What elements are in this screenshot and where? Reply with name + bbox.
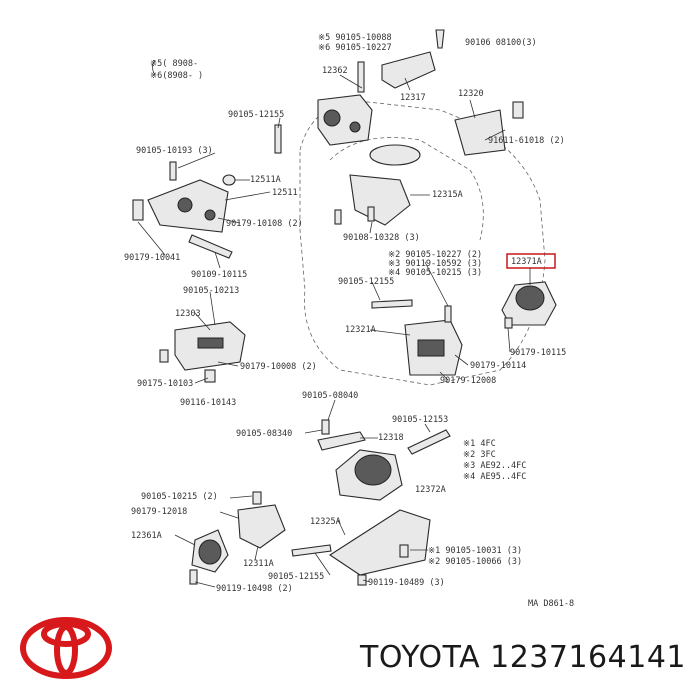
- bracket-12320: [454, 109, 506, 156]
- bolt-top: [435, 29, 445, 49]
- label-l5: ※6(8908- ): [150, 71, 203, 81]
- label-l33: 90105-08040: [302, 391, 358, 401]
- bolt-90105-10193: [169, 161, 177, 181]
- label-l37: ※1 4FC: [463, 439, 496, 449]
- leader-lines: [137, 74, 531, 588]
- label-l23: 90105-12155: [338, 277, 394, 287]
- mount-12361A: [191, 529, 229, 573]
- label-l24: 90105-10213: [183, 286, 239, 296]
- washer-90175: [159, 349, 169, 363]
- label-l34: 90105-12153: [392, 415, 448, 425]
- bolt-90105-10215: [252, 491, 262, 505]
- bolt-90105-10031: [399, 544, 409, 558]
- stud-90179-10041: [132, 199, 144, 221]
- label-l17: 90179-10041: [124, 253, 180, 263]
- label-l40: ※4 AE95..4FC: [463, 472, 526, 482]
- label-l49: 90105-12155: [268, 572, 324, 582]
- label-l48: ※2 90105-10066 (3): [428, 557, 522, 567]
- label-l51: 90119-10498 (2): [216, 584, 293, 594]
- label-l50: 90119-10489 (3): [368, 578, 445, 588]
- bolt-90105-12155-bottom: [291, 544, 332, 557]
- label-l18: 90109-10115: [191, 270, 247, 280]
- part-12511A: [222, 174, 236, 186]
- label-l30: 90175-10103: [137, 379, 193, 389]
- label-l26: 12321A: [345, 325, 376, 335]
- parts-diagram: ※5 90105-10088 ※6 90105-10227 90106 0810…: [124, 29, 574, 609]
- label-l2: ※6 90105-10227: [318, 43, 392, 53]
- bolt-90105-12155-mid: [371, 299, 413, 309]
- toyota-logo: [20, 617, 112, 679]
- mount-12362: [317, 61, 373, 146]
- label-l44: 12325A: [310, 517, 341, 527]
- bolt-90119-10489: [357, 574, 367, 586]
- label-l19: ※2 90105-10227 (2): [388, 250, 482, 260]
- label-l1: ※5 90105-10088: [318, 33, 392, 43]
- label-l32: 90116-10143: [180, 398, 236, 408]
- bracket-12315A: [349, 174, 411, 226]
- bolt-group-mid: [444, 305, 452, 323]
- part-labels: ※5 90105-10088 ※6 90105-10227 90106 0810…: [124, 33, 574, 609]
- engine-port: [369, 144, 421, 166]
- bracket-12325A: [328, 509, 431, 576]
- label-l7: 12317: [400, 93, 426, 103]
- label-l21: ※4 90105-10215 (3): [388, 268, 482, 278]
- label-l16: 90108-10328 (3): [343, 233, 420, 243]
- label-l6: 12362: [322, 66, 348, 76]
- label-l42: 12372A: [415, 485, 446, 495]
- label-l46: 12311A: [243, 559, 274, 569]
- label-l13: 12511: [272, 188, 298, 198]
- brand-name: TOYOTA: [360, 640, 481, 675]
- label-l14: 12315A: [432, 190, 463, 200]
- bolt-90108-10328: [367, 206, 375, 222]
- label-l47: ※1 90105-10031 (3): [428, 546, 522, 556]
- toyota-logo-rings: [20, 617, 112, 679]
- bracket-12511: [147, 179, 229, 233]
- label-l12: 12511A: [250, 175, 281, 185]
- bracket-12303: [174, 321, 246, 371]
- bolt-90105-12155-top: [274, 124, 282, 154]
- bracket-12318: [317, 431, 366, 451]
- label-l45: 12361A: [131, 531, 162, 541]
- mount-12371A: [501, 281, 557, 329]
- label-l8: 12320: [458, 89, 484, 99]
- label-l3: 90106 08100(3): [465, 38, 537, 48]
- product-caption: TOYOTA 1237164141: [350, 640, 686, 675]
- label-l52: MA D861-8: [528, 599, 574, 609]
- stud-90175-10103: [204, 369, 216, 383]
- label-l39: ※3 AE92..4FC: [463, 461, 526, 471]
- bracket-12321A: [404, 319, 463, 376]
- label-l25: 12303: [175, 309, 201, 319]
- highlight-box-12371A: [506, 253, 556, 269]
- part-number: 1237164141: [490, 640, 686, 675]
- label-l41: 90105-10215 (2): [141, 492, 218, 502]
- mount-12372A: [335, 449, 403, 501]
- label-l20: ※3 90119-10592 (3): [388, 259, 482, 269]
- label-l10: 91611-61018 (2): [488, 136, 565, 146]
- stud-12320: [512, 101, 524, 119]
- label-l4: ※5( 8908-: [150, 59, 198, 69]
- bolt-left-12315A: [334, 209, 342, 225]
- label-l38: ※2 3FC: [463, 450, 496, 460]
- label-l22: 12371A: [511, 257, 542, 267]
- bolt-90109-10115: [188, 234, 233, 259]
- bolt-90105-08040: [321, 419, 330, 435]
- bracket-12311A: [237, 504, 286, 549]
- bolt-90105-12153: [407, 429, 451, 455]
- bracket-12317: [381, 51, 436, 89]
- bolt-90119-10498: [189, 569, 198, 585]
- label-l9: 90105-12155: [228, 110, 284, 120]
- label-l43: 90179-12018: [131, 507, 187, 517]
- label-l31: 90179-12008: [440, 376, 496, 386]
- label-l15: 90179-10108 (2): [226, 219, 303, 229]
- label-l35: 90105-08340: [236, 429, 292, 439]
- label-l29: 90179-10008 (2): [240, 362, 317, 372]
- label-l27: 90179-10115: [510, 348, 566, 358]
- label-l11: 90105-10193 (3): [136, 146, 213, 156]
- label-l36: 12318: [378, 433, 404, 443]
- label-l28: 90179-10114: [470, 361, 526, 371]
- label-group-brace: [152, 59, 156, 76]
